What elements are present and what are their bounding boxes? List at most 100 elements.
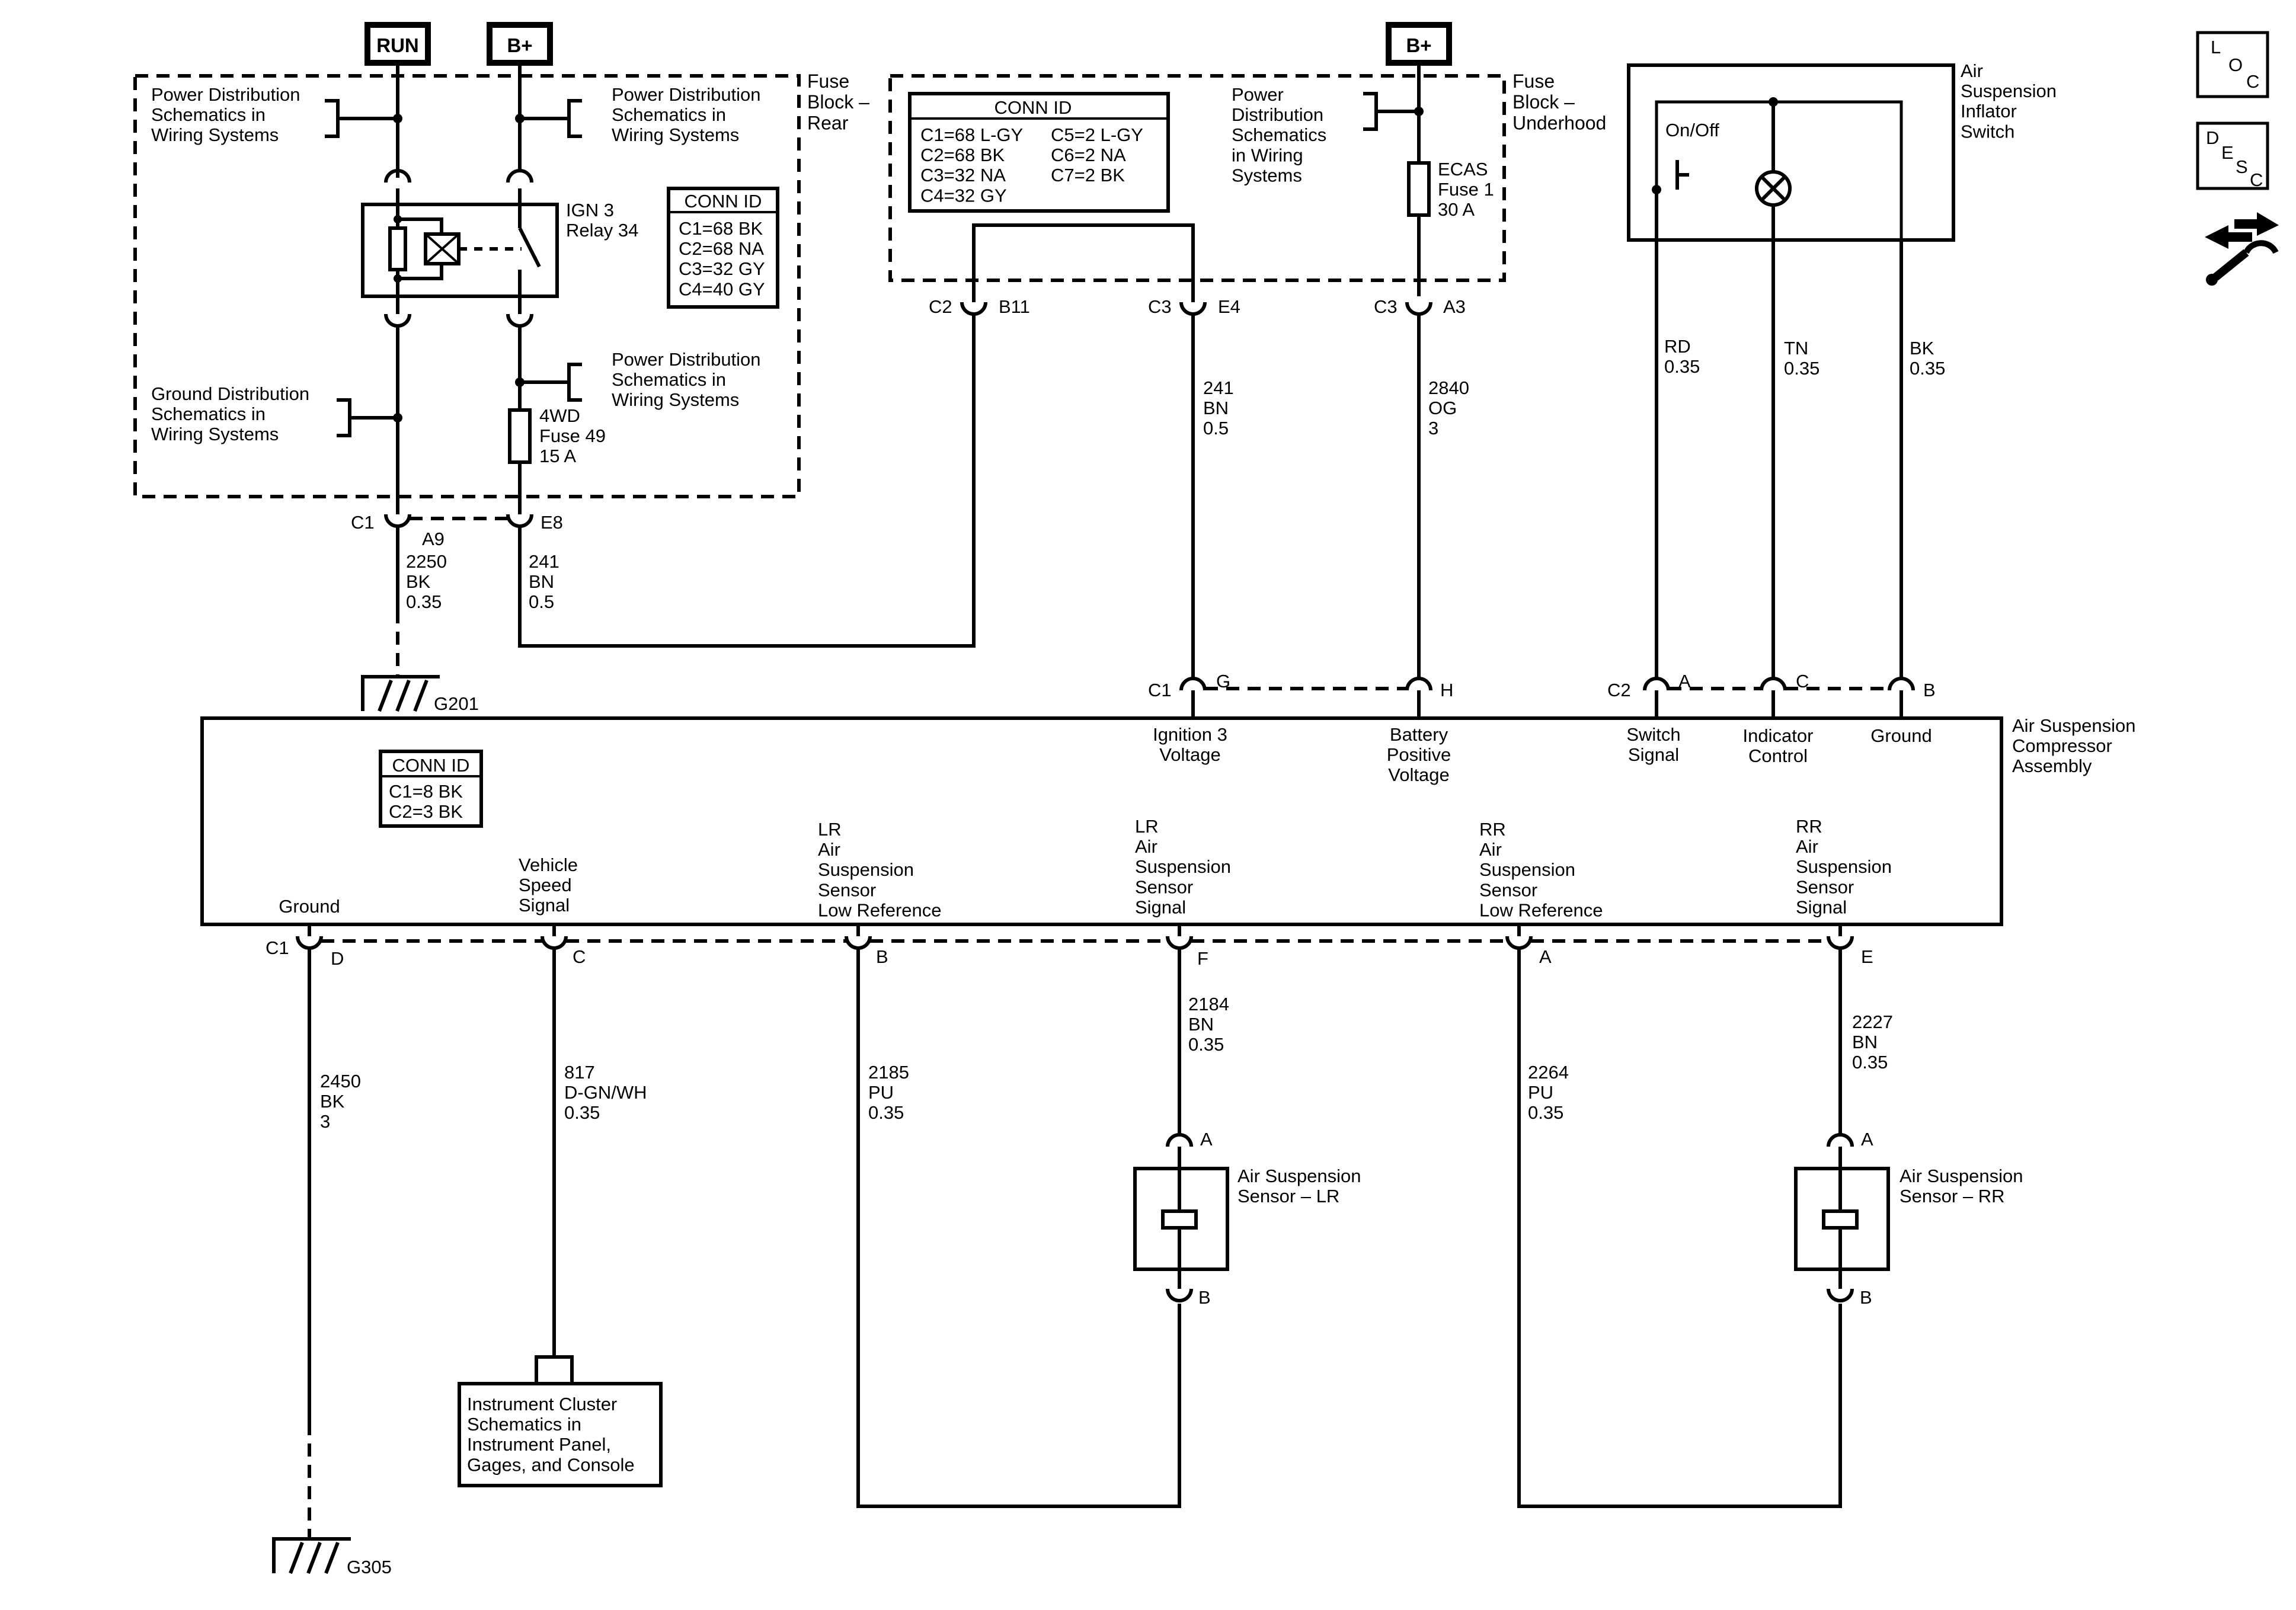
- ign3-relay-box: [361, 203, 559, 298]
- connector-symbol: [845, 936, 872, 950]
- connector-symbol: [1166, 936, 1193, 950]
- connector-symbol: [1179, 302, 1207, 316]
- svg-text:L: L: [2211, 37, 2221, 57]
- conn-c2-underhood: C2: [929, 296, 952, 317]
- rr-sensor-pin-b: B: [1860, 1287, 1872, 1308]
- connector-symbol: [1505, 936, 1533, 950]
- rr-sensor-element: [1822, 1209, 1859, 1230]
- connector-symbol: [506, 514, 533, 528]
- pin-f: F: [1197, 948, 1208, 969]
- svg-text:O: O: [2228, 55, 2243, 75]
- connector-symbol: [1405, 302, 1432, 316]
- svg-text:D: D: [2206, 127, 2219, 148]
- wire-2185: [856, 948, 1181, 1508]
- connector-symbol: [506, 169, 533, 183]
- fuse-4wd: [508, 408, 532, 464]
- connector-symbol: [384, 313, 411, 328]
- relay-coil-resistor: [388, 226, 407, 271]
- conn-id-compressor-title: CONN ID: [392, 755, 470, 776]
- conn-c3-e4: C3: [1148, 296, 1172, 317]
- inflator-switch-box: [1627, 63, 1955, 242]
- wire-2264: [1517, 948, 1842, 1508]
- bplus-label-underhood: B+: [1406, 34, 1431, 56]
- pin-e: E: [1861, 946, 1873, 967]
- fuse-block-rear-outline: [133, 74, 801, 498]
- connector-symbol: [506, 313, 533, 328]
- conn-c1-comp: C1: [1148, 680, 1172, 700]
- connector-symbol: [1166, 1288, 1193, 1302]
- connector-symbol: [960, 302, 987, 316]
- pin-a3: A3: [1443, 296, 1466, 317]
- conn-c2-comp: C2: [1607, 680, 1631, 700]
- connector-symbol: [1179, 677, 1207, 691]
- pin-h: H: [1440, 680, 1453, 700]
- connector-symbol: [1405, 677, 1432, 691]
- connector-symbol: [1760, 677, 1787, 691]
- desc-icon[interactable]: D E S C: [2196, 121, 2269, 190]
- conn-id-underhood-box: [908, 92, 1170, 213]
- pin-c-top: C: [1796, 671, 1809, 692]
- ground-symbol-g305: [272, 1537, 351, 1574]
- lr-sensor-pin-a: A: [1200, 1129, 1213, 1150]
- pin-b-top: B: [1923, 680, 1936, 700]
- svg-text:C: C: [2250, 169, 2263, 190]
- loc-icon[interactable]: L O C: [2196, 31, 2269, 98]
- instrument-cluster-note-box: [458, 1382, 663, 1487]
- conn-c3-a3: C3: [1374, 296, 1398, 317]
- lr-sensor-pin-b: B: [1198, 1287, 1211, 1308]
- conn-id-underhood-title: CONN ID: [994, 97, 1072, 118]
- ground-g305-label: G305: [347, 1557, 392, 1577]
- connector-symbol: [1643, 677, 1670, 691]
- svg-text:C: C: [2246, 71, 2259, 92]
- connector-symbol: [1827, 1133, 1854, 1147]
- connector-symbol: [1827, 1288, 1854, 1302]
- lr-sensor-element: [1161, 1209, 1198, 1230]
- conn-id-compressor-box: [379, 750, 483, 828]
- ground-symbol-g201: [361, 675, 440, 712]
- wire-241-rear: [518, 314, 976, 648]
- run-label: RUN: [376, 34, 419, 56]
- pin-a9: A9: [422, 529, 445, 549]
- compressor-assembly-box: [200, 716, 2003, 926]
- svg-text:E: E: [2221, 142, 2234, 163]
- pin-label-ground-top: Ground: [1870, 725, 1932, 746]
- pin-e4: E4: [1218, 296, 1240, 317]
- pin-d: D: [331, 948, 344, 969]
- connector-symbol: [541, 936, 568, 950]
- rr-sensor-pin-a: A: [1861, 1129, 1873, 1150]
- relay-switch-contact: [518, 227, 541, 268]
- fuse-block-underhood-outline: [888, 74, 1506, 282]
- pin-g: G: [1216, 671, 1230, 692]
- connector-symbol: [384, 169, 411, 183]
- repair-tools-icon[interactable]: [2205, 212, 2279, 286]
